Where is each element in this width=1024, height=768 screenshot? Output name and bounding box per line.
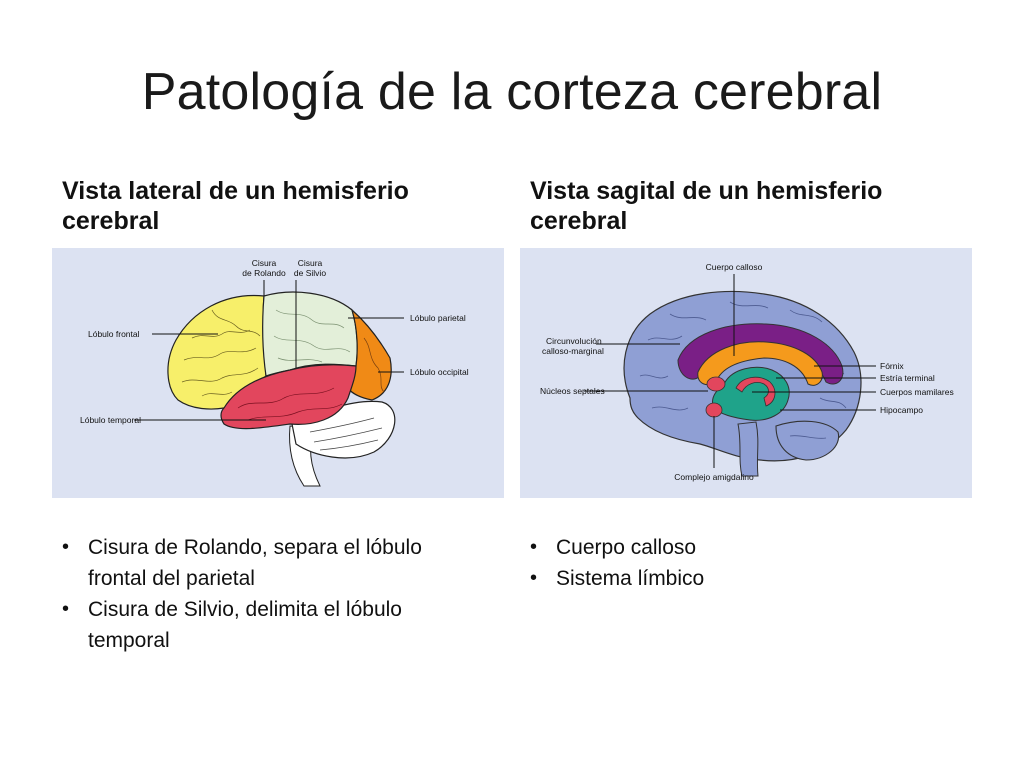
label-fornix: Fórnix: [880, 361, 904, 371]
slide-title: Patología de la corteza cerebral: [141, 63, 883, 121]
label-circunvolucion-2: calloso-marginal: [542, 346, 604, 356]
septal-nuclei-shape: [706, 376, 726, 392]
label-complejo-amigdalino: Complejo amigdalino: [674, 472, 754, 482]
label-rolando-2: de Rolando: [242, 268, 286, 278]
left-heading: Vista lateral de un hemisferio cerebral: [62, 177, 409, 235]
label-occipital: Lóbulo occipital: [410, 367, 469, 377]
frontal-gyri-texture: [181, 309, 261, 397]
label-circunvolucion-1: Circunvolución: [546, 336, 602, 346]
label-rolando-1: Cisura: [252, 258, 277, 268]
temporal-lobe-shape: [220, 364, 357, 430]
sagittal-brain-figure: Cuerpo calloso Circunvolución calloso-ma…: [520, 248, 972, 498]
lateral-brain-figure: Cisura de Rolando Cisura de Silvio Lóbul…: [52, 248, 504, 498]
label-nucleos-septales: Núcleos septales: [540, 386, 605, 396]
lateral-leader-lines: [134, 280, 404, 421]
label-estria-terminal: Estría terminal: [880, 373, 935, 383]
stria-terminalis-shape: [735, 376, 776, 407]
occipital-lobe-shape: [347, 308, 392, 401]
label-parietal: Lóbulo parietal: [410, 313, 466, 323]
amygdala-shape: [705, 402, 723, 418]
lateral-brain-illustration: Cisura de Rolando Cisura de Silvio Lóbul…: [80, 258, 469, 487]
label-cuerpo-calloso: Cuerpo calloso: [706, 262, 763, 272]
left-bullet-list: Cisura de Rolando, separa el lóbulo fron…: [56, 532, 486, 656]
sagittal-brain-illustration: Cuerpo calloso Circunvolución calloso-ma…: [540, 262, 954, 482]
sagittal-leader-lines: [584, 274, 876, 468]
label-hipocampo: Hipocampo: [880, 405, 923, 415]
left-bullet-item: Cisura de Rolando, separa el lóbulo fron…: [56, 532, 486, 594]
right-bullet-item: Cuerpo calloso: [524, 532, 954, 563]
right-bullet-item: Sistema límbico: [524, 563, 954, 594]
parietal-lobe-shape: [262, 291, 358, 377]
sagittal-brainstem-shape: [737, 421, 759, 477]
right-bullet-list: Cuerpo calloso Sistema límbico: [524, 532, 954, 594]
label-frontal: Lóbulo frontal: [88, 329, 140, 339]
parietal-gyri-texture: [273, 309, 351, 363]
left-bullet-item: Cisura de Silvio, delimita el lóbulo tem…: [56, 594, 486, 656]
right-heading: Vista sagital de un hemisferio cerebral: [530, 177, 883, 235]
label-silvio-2: de Silvio: [294, 268, 326, 278]
sagittal-cerebellum-shape: [775, 420, 840, 461]
label-cuerpos-mamilares: Cuerpos mamilares: [880, 387, 954, 397]
temporal-gyri-texture: [237, 387, 343, 421]
label-temporal: Lóbulo temporal: [80, 415, 141, 425]
label-silvio-1: Cisura: [298, 258, 323, 268]
